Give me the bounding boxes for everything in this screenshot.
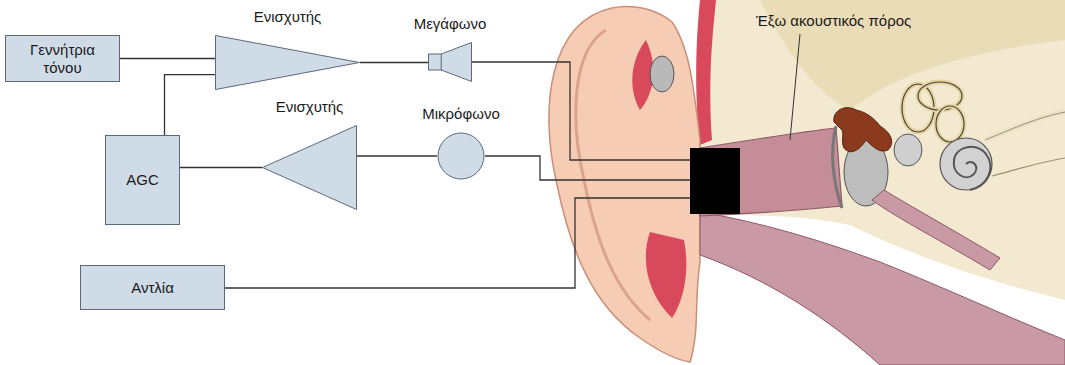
triangle-outline bbox=[263, 126, 357, 210]
signal-wire bbox=[165, 75, 216, 135]
signal-wire bbox=[360, 62, 428, 63]
eardrum bbox=[833, 126, 842, 208]
signal-wire bbox=[357, 155, 437, 156]
loudspeaker-symbol-outline bbox=[428, 42, 472, 82]
probe bbox=[690, 148, 740, 214]
amplifier-triangle-outline bbox=[262, 125, 357, 210]
lower-tissue bbox=[700, 212, 1065, 365]
agc-box: AGC bbox=[105, 135, 180, 225]
triangle-outline bbox=[216, 36, 360, 90]
semicircular-canals bbox=[902, 82, 964, 142]
part-label: Έξω ακουστικός πόρος bbox=[756, 12, 911, 29]
leader-line bbox=[790, 34, 800, 140]
amplifier-triangle: Ενισχυτής bbox=[215, 35, 360, 90]
microphone-symbol-outline bbox=[437, 132, 485, 180]
circle-outline bbox=[438, 133, 484, 179]
pinna bbox=[549, 7, 700, 362]
eustachian-tube bbox=[872, 190, 1000, 270]
part-name: Μικρόφωνο bbox=[422, 105, 499, 122]
generator-box: Γεννήτρια τόνου bbox=[5, 35, 120, 82]
amplifier-triangle-outline bbox=[215, 35, 360, 90]
signal-wire bbox=[180, 167, 262, 168]
box-text: Αντλία bbox=[127, 277, 178, 298]
box-text: AGC bbox=[122, 169, 163, 190]
wires bbox=[225, 62, 690, 288]
box-text: Γεννήτρια τόνου bbox=[6, 39, 119, 78]
speaker-magnet bbox=[429, 54, 442, 70]
ossicles bbox=[834, 108, 892, 152]
nerve bbox=[992, 158, 1065, 176]
signal-wire bbox=[120, 58, 215, 59]
microphone-symbol: Μικρόφωνο bbox=[437, 132, 485, 180]
lobe-shadow bbox=[646, 232, 687, 318]
skin-layer bbox=[696, 0, 716, 145]
nerve-outline bbox=[985, 112, 1065, 140]
speaker-tube bbox=[472, 62, 690, 160]
part-name: Ενισχυτής bbox=[276, 98, 344, 115]
part-name: Ενισχυτής bbox=[254, 8, 322, 25]
speaker-cone bbox=[441, 43, 471, 82]
pump-tube bbox=[225, 198, 690, 288]
pump-box: Αντλία bbox=[80, 265, 225, 310]
microphone-tube bbox=[485, 156, 690, 180]
cartilage bbox=[650, 56, 674, 92]
part-name: Μεγάφωνο bbox=[414, 15, 487, 32]
vestibule bbox=[894, 134, 922, 166]
nerve bbox=[985, 112, 1065, 140]
cochlea-spiral bbox=[954, 147, 991, 190]
loudspeaker-symbol: Μεγάφωνο bbox=[428, 42, 472, 82]
cochlea bbox=[940, 138, 992, 190]
amplifier-triangle: Ενισχυτής bbox=[262, 125, 357, 210]
